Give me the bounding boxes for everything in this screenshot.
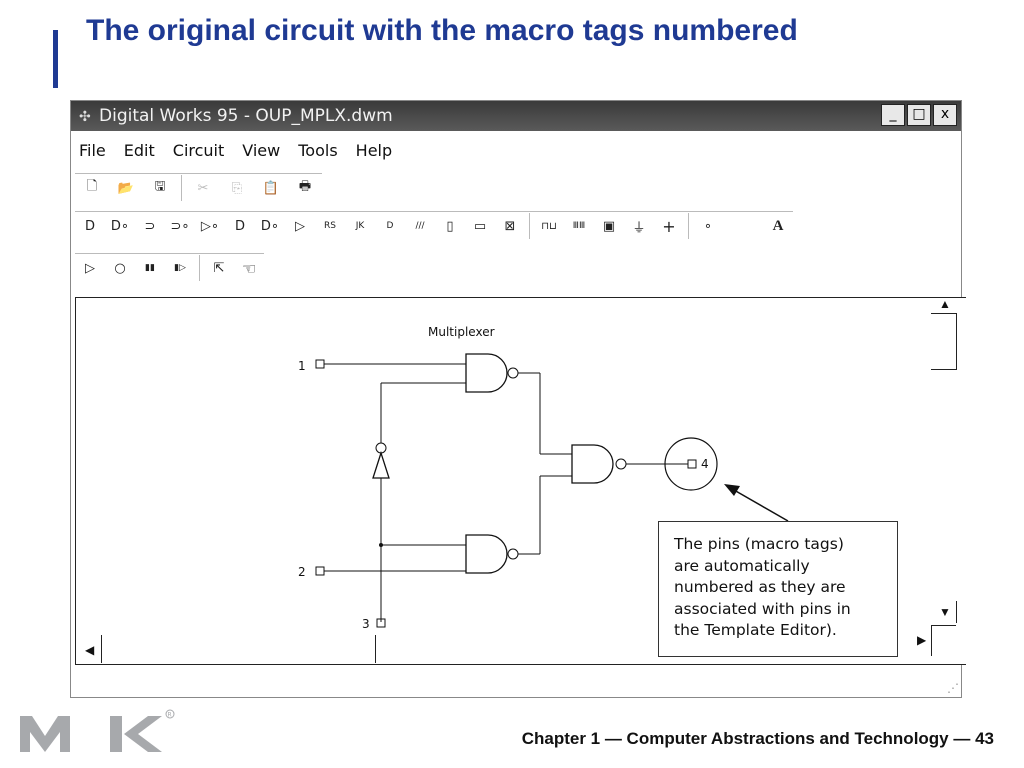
or-gate-icon[interactable]: ⊃	[144, 218, 156, 234]
input-icon[interactable]: ⊠	[504, 218, 516, 234]
play-icon[interactable]: ▷	[85, 260, 95, 276]
nand-gate-upper[interactable]	[465, 353, 508, 393]
nor-gate-icon[interactable]: ⊃∘	[170, 218, 190, 234]
scroll-right-arrow-icon[interactable]: ▶	[917, 633, 927, 647]
sequence-icon[interactable]: ⅢⅢ	[572, 221, 586, 231]
callout-box: The pins (macro tags) are automatically …	[658, 521, 898, 657]
pointer-icon[interactable]: ⇱	[213, 260, 225, 276]
nand-gate-icon[interactable]: D∘	[110, 218, 130, 234]
d-flipflop-icon[interactable]: D	[386, 221, 394, 231]
menu-circuit[interactable]: Circuit	[172, 141, 225, 160]
pin-2-tag[interactable]	[315, 566, 325, 576]
step-icon[interactable]: ▮▷	[174, 263, 186, 273]
rs-flipflop-icon[interactable]: RS	[324, 221, 336, 231]
pause-icon[interactable]: ▮▮	[145, 263, 155, 273]
not-gate-icon[interactable]: ▷∘	[200, 218, 220, 234]
power-icon[interactable]: +	[662, 216, 676, 236]
text-tool-icon[interactable]: A	[772, 217, 784, 234]
inverter-gate[interactable]	[372, 450, 390, 479]
nand-gate-lower[interactable]	[465, 534, 508, 574]
buffer-icon[interactable]: ▷	[295, 218, 305, 234]
xor-gate-icon[interactable]: D	[234, 218, 245, 234]
pin-1-label: 1	[298, 359, 306, 373]
window-title: Digital Works 95 - OUP_MPLX.dwm	[99, 106, 393, 126]
pin-4-highlight-circle	[664, 437, 718, 491]
minimize-button[interactable]: _	[881, 104, 905, 126]
nand-bubble	[507, 548, 519, 560]
file-toolbar: 🗋 📂 🖫 ✂ ⎘ 📋 🖶	[75, 173, 322, 202]
clock-icon[interactable]: ⊓⊔	[541, 220, 557, 232]
toolbar-separator	[181, 175, 182, 201]
menu-view[interactable]: View	[242, 141, 281, 160]
nand-bubble	[615, 458, 627, 470]
copy-icon[interactable]: ⎘	[231, 180, 243, 196]
title-accent-bar	[53, 30, 58, 88]
circuit-diagram: Multiplexer 1 2	[298, 325, 789, 631]
switch-icon[interactable]: ▯	[446, 218, 454, 234]
open-folder-icon[interactable]: 📂	[117, 180, 135, 196]
menu-bar: File Edit Circuit View Tools Help	[79, 141, 392, 160]
maximize-button[interactable]: □	[907, 104, 931, 126]
app-icon: ✣	[79, 108, 91, 124]
toolbar-separator	[199, 255, 200, 281]
app-window: ✣ Digital Works 95 - OUP_MPLX.dwm _ □ x …	[70, 100, 966, 698]
register-icon[interactable]: ///	[415, 221, 425, 231]
close-button[interactable]: x	[933, 104, 957, 126]
hand-icon[interactable]: ☜	[241, 258, 257, 278]
window-titlebar[interactable]: ✣ Digital Works 95 - OUP_MPLX.dwm _ □ x	[71, 101, 961, 131]
pin-2-label: 2	[298, 565, 306, 579]
led-icon[interactable]: ▭	[473, 218, 487, 234]
slide-footer: Chapter 1 — Computer Abstractions and Te…	[521, 729, 994, 748]
cut-icon[interactable]: ✂	[197, 180, 209, 196]
component-toolbar: D D∘ ⊃ ⊃∘ ▷∘ D D∘ ▷ RS JK D /// ▯ ▭ ⊠ ⊓⊔…	[75, 211, 793, 240]
scroll-up-arrow-icon[interactable]: ▲	[939, 297, 951, 311]
stop-icon[interactable]: ○	[114, 260, 126, 276]
xnor-gate-icon[interactable]: D∘	[260, 218, 280, 234]
callout-arrowhead	[724, 484, 740, 496]
paste-icon[interactable]: 📋	[262, 180, 280, 196]
pin-3-label: 3	[362, 617, 370, 631]
vertical-scrollbar[interactable]: ▲ ▼	[931, 297, 959, 659]
jk-flipflop-icon[interactable]: JK	[355, 221, 365, 231]
junction-icon[interactable]: ∘	[703, 218, 713, 234]
new-file-icon[interactable]: 🗋	[86, 179, 98, 194]
pin-4-label: 4	[701, 457, 709, 471]
print-icon[interactable]: 🖶	[298, 179, 312, 194]
resize-grip-icon[interactable]: ⋰	[947, 681, 959, 695]
pin-3-tag[interactable]	[376, 618, 386, 628]
scroll-down-arrow-icon[interactable]: ▼	[939, 605, 951, 619]
scroll-left-arrow-icon[interactable]: ◀	[85, 643, 95, 657]
toolbar-separator	[688, 213, 689, 239]
menu-help[interactable]: Help	[355, 141, 393, 160]
menu-edit[interactable]: Edit	[123, 141, 155, 160]
svg-text:R: R	[168, 712, 172, 719]
toolbar-separator	[529, 213, 530, 239]
menu-tools[interactable]: Tools	[298, 141, 338, 160]
menu-file[interactable]: File	[79, 141, 106, 160]
ground-icon[interactable]: ⏚	[632, 220, 646, 236]
callout-arrow-line	[733, 489, 789, 522]
slide-title: The original circuit with the macro tags…	[86, 14, 798, 47]
circuit-label: Multiplexer	[428, 325, 495, 339]
circuit-canvas[interactable]: Multiplexer 1 2	[75, 297, 966, 665]
save-disk-icon[interactable]: 🖫	[154, 179, 166, 194]
pin-4-tag[interactable]	[687, 459, 697, 469]
horizontal-scrollbar[interactable]: ◀	[77, 635, 376, 663]
simulation-toolbar: ▷ ○ ▮▮ ▮▷ ⇱ ☜	[75, 253, 264, 282]
mk-publisher-logo: R	[18, 708, 178, 761]
window-controls: _ □ x	[881, 104, 957, 126]
and-gate-icon[interactable]: D	[84, 218, 95, 234]
nand-bubble	[507, 367, 519, 379]
display-icon[interactable]: ▣	[602, 218, 616, 234]
nand-gate-output[interactable]	[571, 444, 614, 484]
pin-1-tag[interactable]	[315, 359, 325, 369]
